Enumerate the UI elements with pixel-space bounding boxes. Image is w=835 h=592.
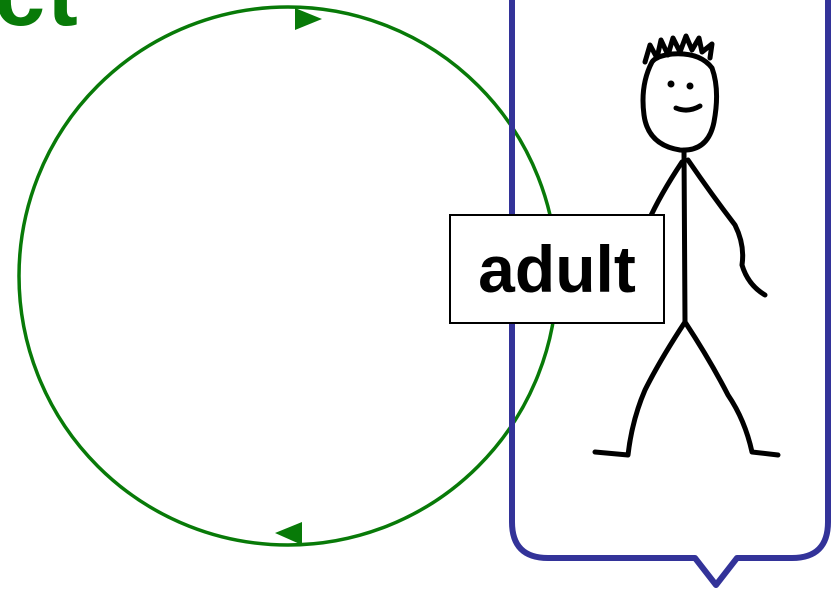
- stage-label-box: adult: [449, 214, 665, 324]
- cycle-arrow-bottom-icon: [275, 522, 302, 545]
- stage-label-text: adult: [478, 236, 636, 302]
- figure-right-eye: [687, 83, 694, 90]
- figure-left-eye: [668, 81, 675, 88]
- cycle-arrow-top-icon: [295, 8, 322, 30]
